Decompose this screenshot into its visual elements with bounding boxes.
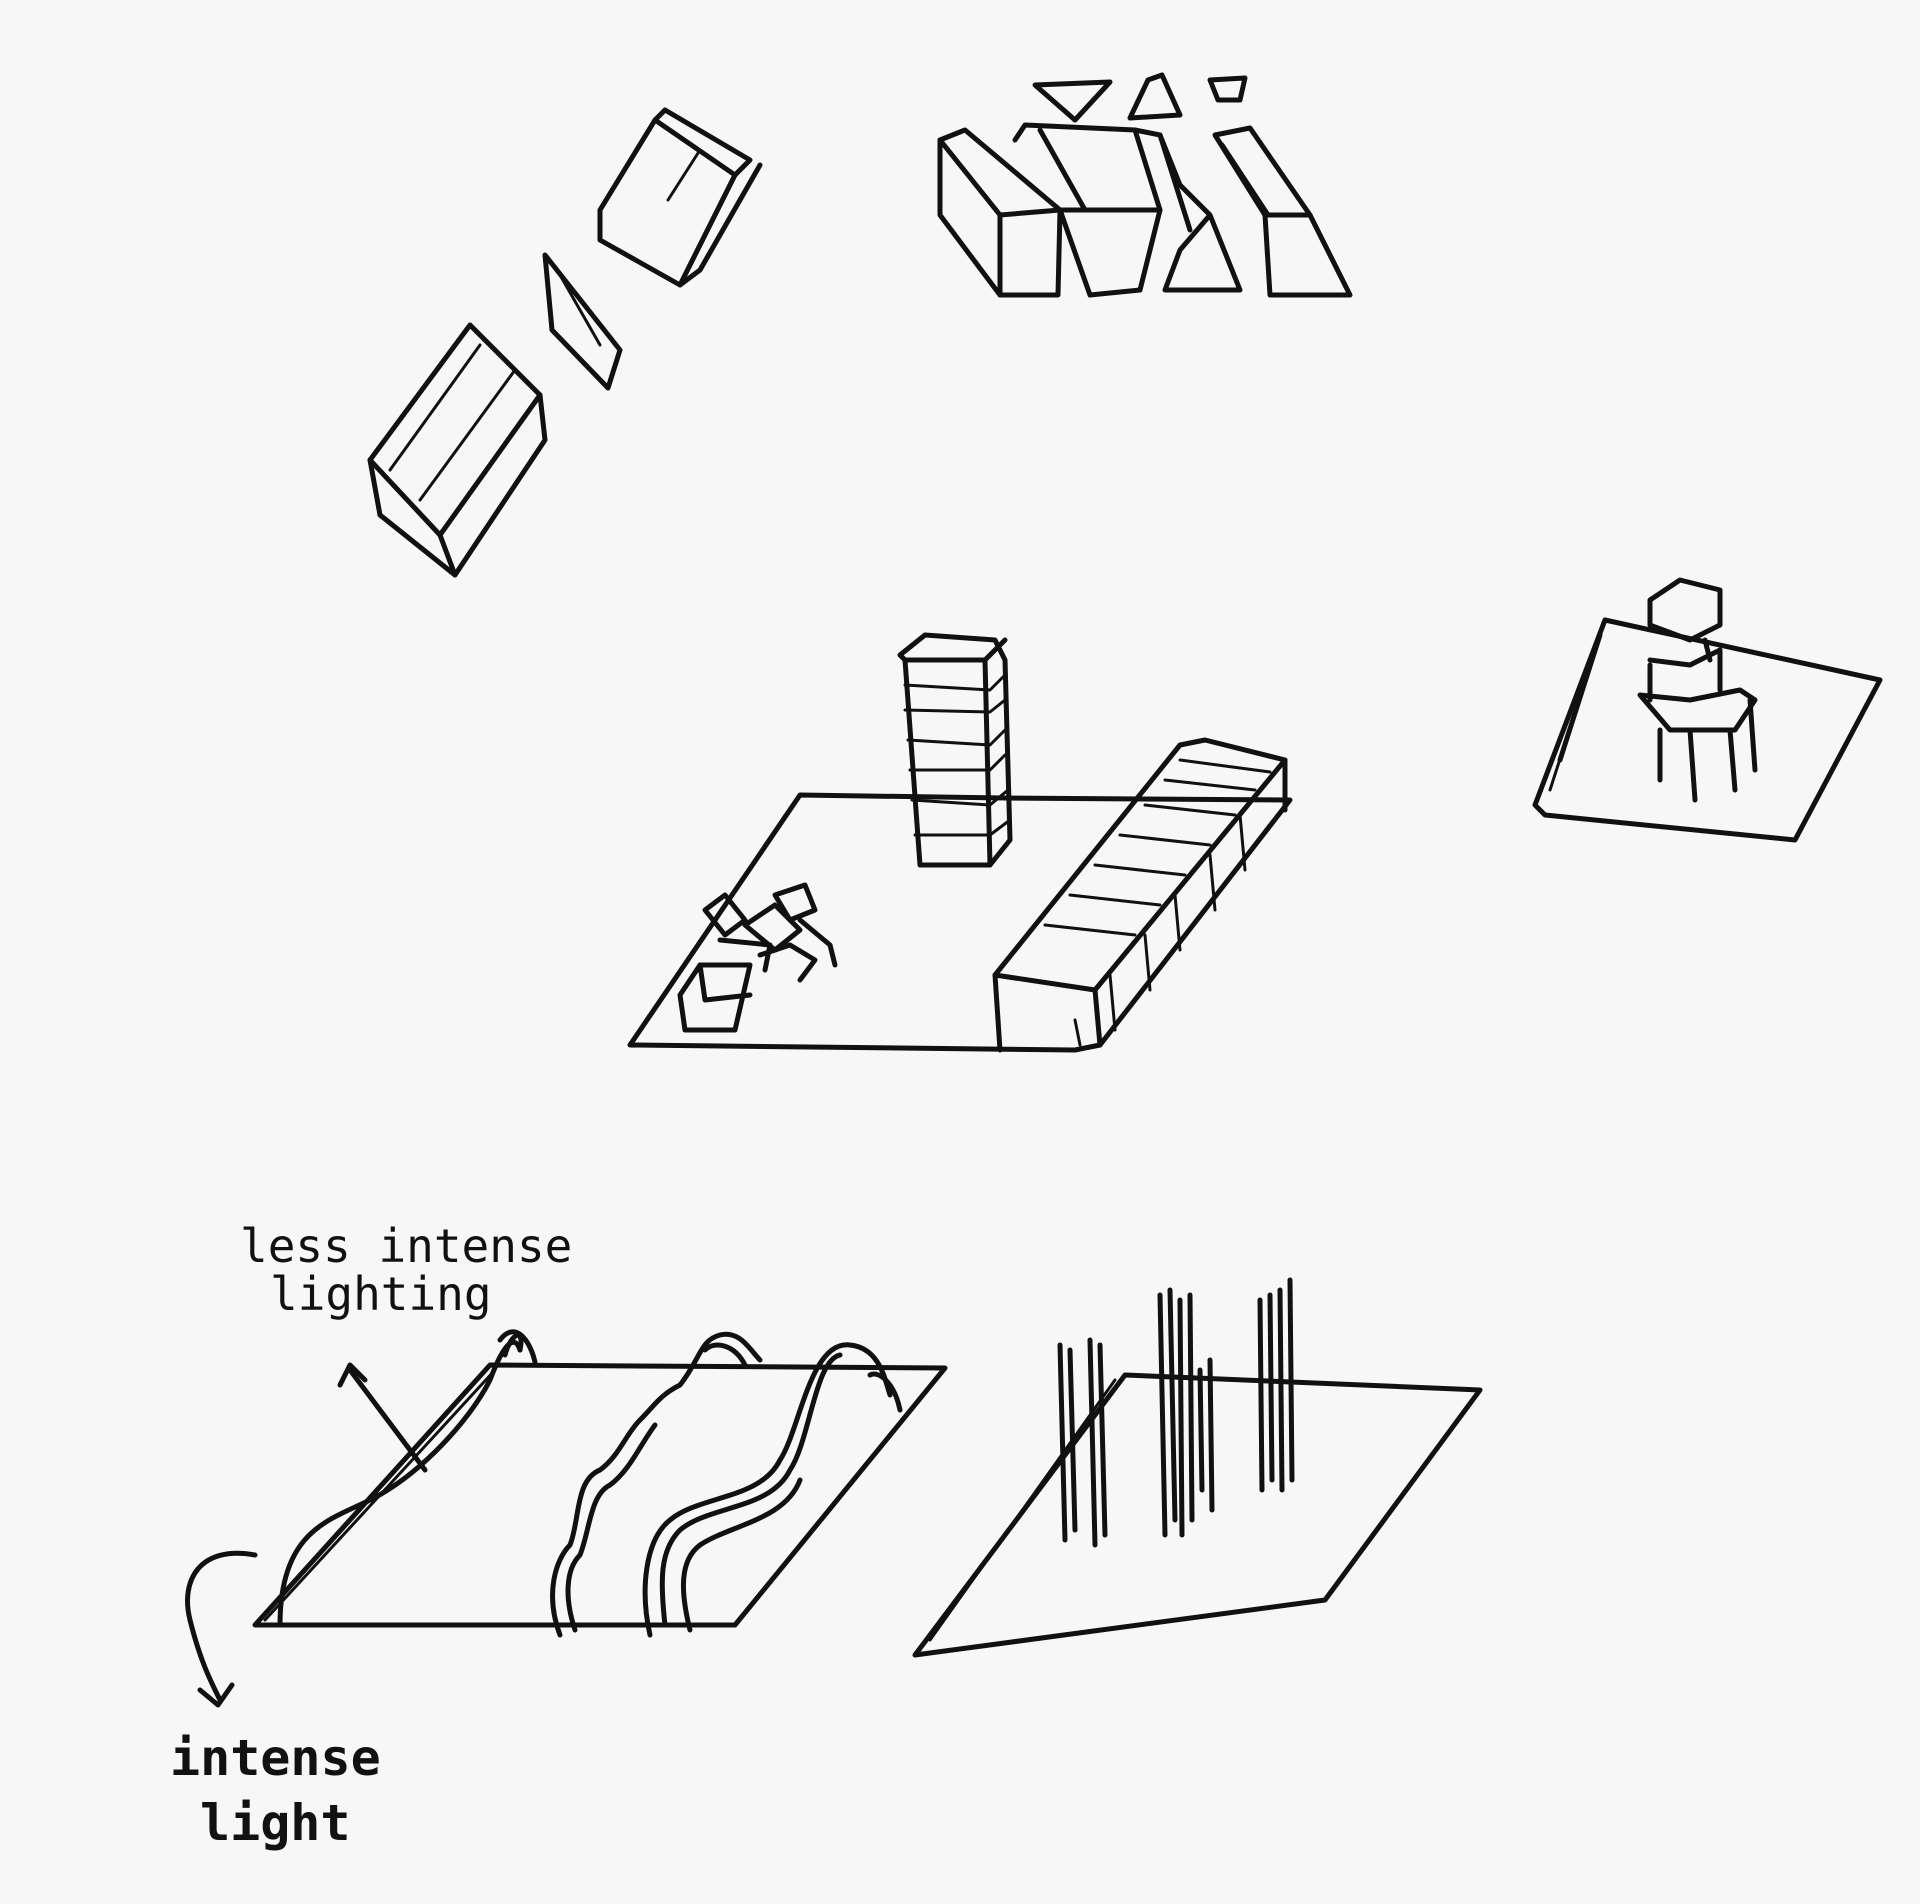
grouped-prisms-sketch: [937, 72, 1353, 298]
less-intense-label-line2: lighting: [270, 1267, 492, 1321]
small-cubes-cluster: [677, 882, 838, 1033]
intense-label-line2: light: [200, 1794, 351, 1852]
stacked-frame-sketch: [1532, 577, 1883, 843]
long-row: [992, 737, 1288, 1053]
floating-trapezoid-top: [1127, 72, 1183, 121]
upper-box: [597, 107, 763, 288]
ground-plane: [627, 792, 1293, 1053]
long-box: [367, 322, 548, 578]
lighting-terrain-sketch: [185, 1329, 948, 1708]
stacked-tower: [897, 632, 1013, 868]
vertical-rods-sketch: [912, 1277, 1483, 1658]
less-intense-label-line1: less intense: [240, 1219, 572, 1273]
floating-small-top: [1207, 75, 1248, 103]
plane-with-tower-sketch: [627, 632, 1293, 1053]
thin-panel: [542, 252, 623, 391]
floating-triangle-top: [1032, 79, 1113, 123]
prism-sequence-sketch: [367, 107, 763, 578]
intense-label-line1: intense: [170, 1729, 381, 1787]
rods-ground-plane: [912, 1372, 1483, 1658]
arrow-to-less-intense: [347, 1367, 428, 1473]
arrow-to-intense: [185, 1550, 258, 1703]
